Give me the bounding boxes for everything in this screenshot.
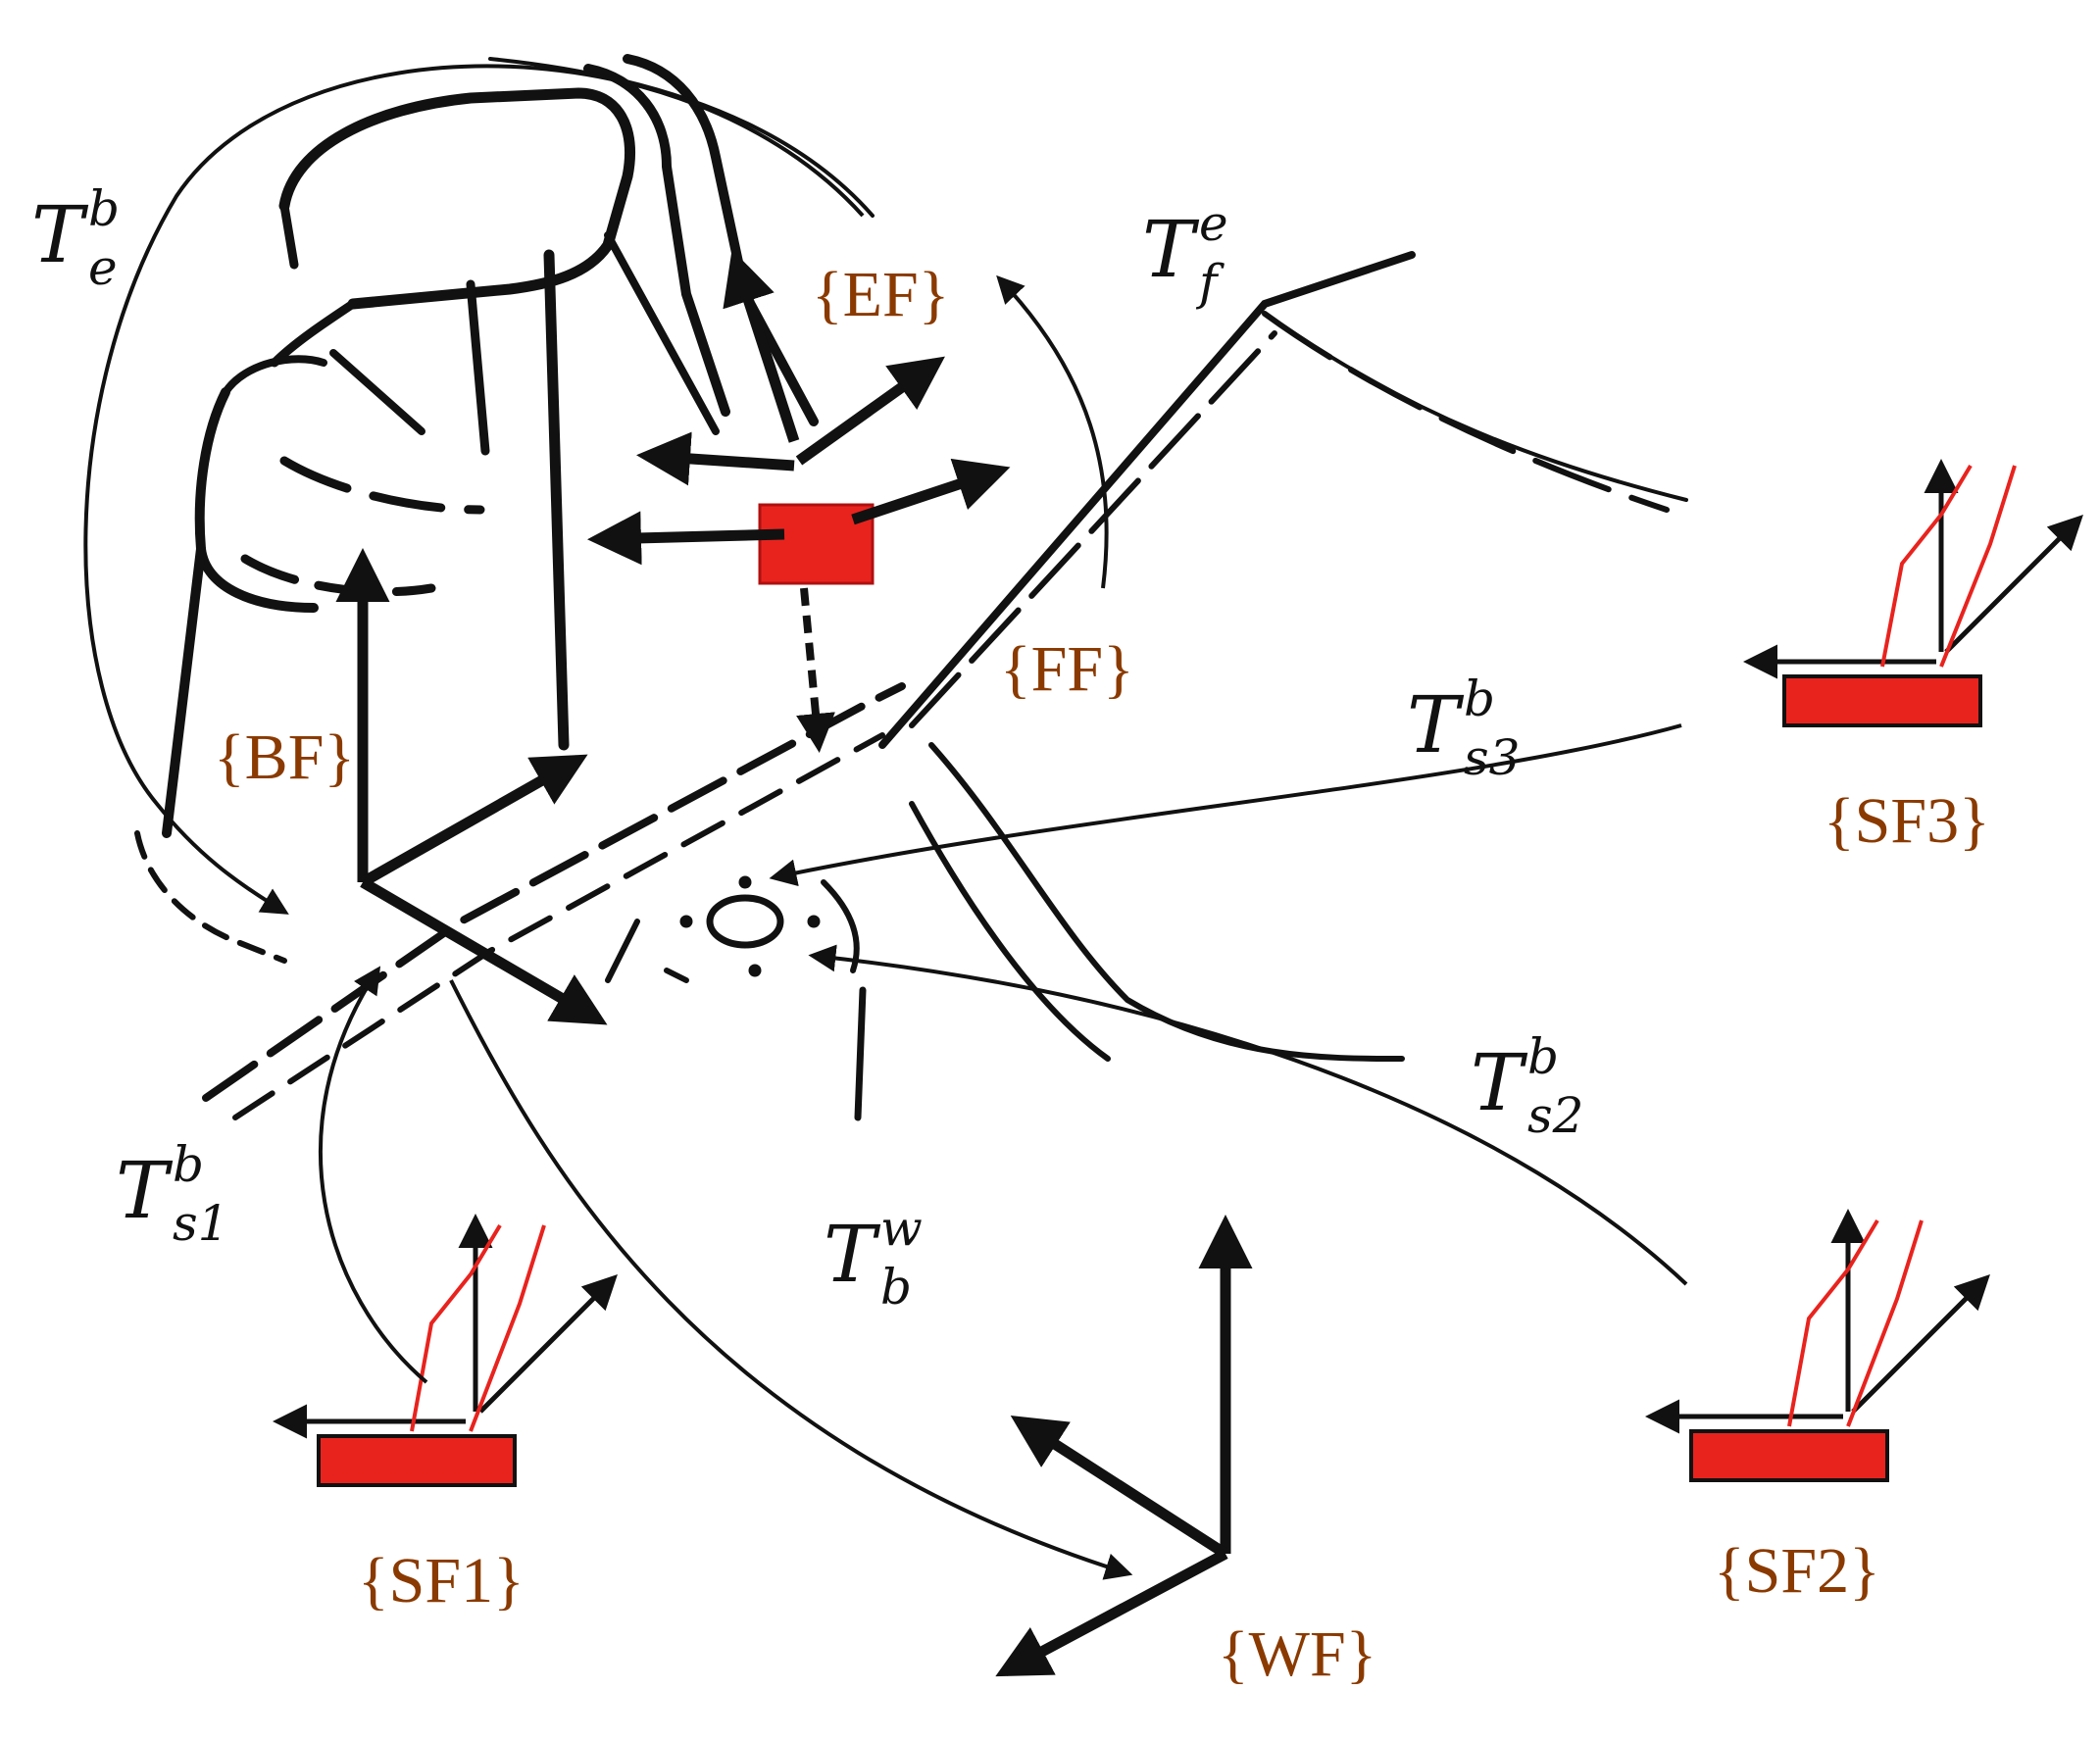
sensor-2 xyxy=(1645,1209,1990,1482)
label-sf1: {SF1} xyxy=(358,1545,525,1616)
ee-axis-left-2 xyxy=(587,511,785,566)
te-b-curve xyxy=(83,64,865,915)
ee-axis-down xyxy=(796,587,835,753)
sensor-1 xyxy=(273,1214,618,1487)
label-ef: {EF} xyxy=(812,259,950,330)
ts3-b-curve xyxy=(769,723,1682,887)
ts2-b-curve xyxy=(808,944,1688,1286)
ee-axis-right xyxy=(795,356,945,466)
end-effector xyxy=(587,249,1011,753)
sensor-3 xyxy=(1743,459,2083,727)
transform-curves xyxy=(83,64,1688,1580)
base-frame-axes xyxy=(335,548,608,1025)
sensor-3-block xyxy=(1782,674,1982,727)
label-sf3: {SF3} xyxy=(1824,785,1990,857)
label-bf: {BF} xyxy=(214,721,356,793)
sensor-2-block xyxy=(1689,1429,1889,1482)
label-sf2: {SF2} xyxy=(1714,1535,1880,1607)
ee-axis-right-2 xyxy=(851,458,1011,525)
tf-e-curve xyxy=(996,274,1109,589)
sensor-1-block xyxy=(317,1434,517,1487)
label-ff: {FF} xyxy=(1000,633,1134,705)
ee-axis-up xyxy=(723,249,800,443)
tb-w-curve xyxy=(449,979,1133,1580)
ee-axis-left xyxy=(636,431,795,486)
robot-arm-sketch xyxy=(162,54,875,838)
label-wf: {WF} xyxy=(1218,1618,1377,1690)
world-frame-axes xyxy=(995,1215,1253,1677)
ts1-b-curve xyxy=(318,966,428,1384)
